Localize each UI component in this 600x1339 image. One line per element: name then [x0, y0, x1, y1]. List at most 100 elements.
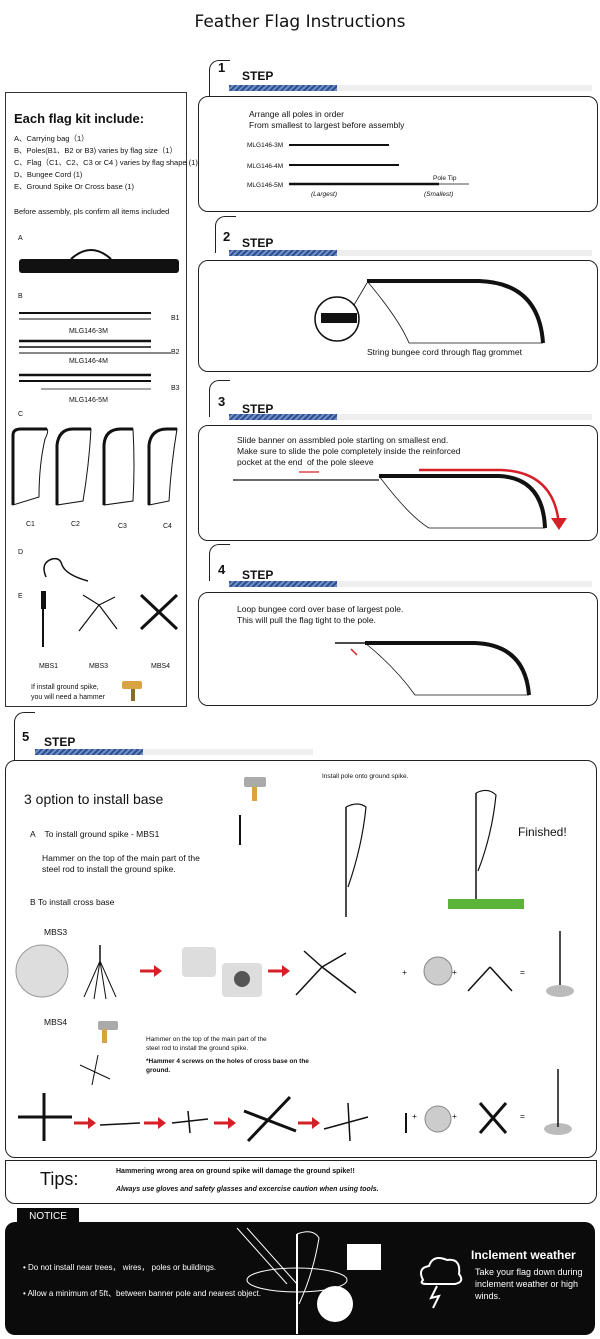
- step-5-stripe: [35, 749, 143, 755]
- label-mlg146-5m: MLG146-5M: [69, 397, 108, 404]
- step-3-tab: [209, 380, 230, 417]
- step-1-pole-4m: MLG146-4M: [247, 163, 284, 170]
- mbs3-equals: =: [520, 967, 525, 977]
- step-3-text: Slide banner on assmbled pole starting o…: [237, 435, 461, 467]
- step-4-stripe: [229, 581, 337, 587]
- notice-panel: • Do not install near trees， wires， pole…: [5, 1222, 595, 1335]
- mbs4-sequence-illustration: [18, 1069, 572, 1143]
- label-mlg146-4m: MLG146-4M: [69, 358, 108, 365]
- mbs3-label: MBS3: [44, 927, 68, 937]
- carrying-bag-illustration: [19, 249, 179, 273]
- step-1-stripe-light: [337, 85, 592, 91]
- kit-item-a: A、Carrying bag（1）: [14, 134, 89, 143]
- flag-shapes-illustration: [11, 427, 178, 506]
- label-b2: B2: [171, 349, 180, 356]
- tips-line-2: Always use gloves and safety glasses and…: [116, 1186, 379, 1193]
- step-1-label: STEP: [242, 69, 274, 83]
- smallest-label: (Smallest): [424, 191, 454, 198]
- label-mbs4: MBS4: [151, 663, 171, 670]
- step-5-panel: 3 option to install base Install pole on…: [5, 760, 597, 1158]
- label-c4: C4: [163, 523, 172, 530]
- option-b-label: B To install cross base: [30, 897, 115, 907]
- step-4-number: 4: [218, 562, 226, 577]
- step-3-label: STEP: [242, 402, 274, 416]
- mbs4-text: Hammer on the top of the main part of th…: [146, 1036, 267, 1052]
- mbs4-plus-1: +: [412, 1111, 417, 1121]
- kit-heading: Each flag kit include:: [14, 111, 145, 126]
- step-2-text: String bungee cord through flag grommet: [367, 347, 522, 357]
- step-2-label: STEP: [242, 236, 274, 250]
- label-b1: B1: [171, 315, 180, 322]
- tips-label: Tips:: [40, 1169, 79, 1189]
- kit-item-b: B、Poles(B1、B2 or B3) varies by flag size…: [14, 146, 177, 155]
- hammer-note: If install ground spike, you will need a…: [31, 684, 105, 701]
- step-2-panel: String bungee cord through flag grommet: [198, 260, 598, 372]
- label-a: A: [18, 235, 23, 242]
- label-mlg146-3m: MLG146-3M: [69, 328, 108, 335]
- step-1-number: 1: [218, 60, 226, 75]
- step-3-number: 3: [218, 394, 226, 409]
- step-5-tab: [14, 712, 35, 761]
- step-3-flag-illustration: [233, 468, 567, 530]
- option-a-text: Hammer on the top of the main part of th…: [42, 853, 200, 874]
- label-b3: B3: [171, 385, 180, 392]
- label-d: D: [18, 549, 24, 556]
- label-mbs1: MBS1: [39, 663, 59, 670]
- hammer-icon: [122, 681, 142, 701]
- step-4-stripe-light: [337, 581, 592, 587]
- kit-contents-panel: Each flag kit include: A、Carrying bag（1）…: [5, 92, 198, 707]
- kit-note: Before assembly, pls confirm all items i…: [14, 207, 170, 216]
- mbs3-sequence-illustration: [15, 931, 574, 1000]
- kit-item-e: E、Ground Spike Or Cross base (1): [14, 182, 135, 191]
- notice-illustration: [236, 1227, 381, 1334]
- step-5-number: 5: [22, 729, 30, 744]
- mbs3-plus-2: +: [452, 967, 457, 977]
- page-title: Feather Flag Instructions: [194, 12, 406, 32]
- label-c: C: [18, 411, 24, 418]
- storm-cloud-icon: [420, 1257, 463, 1309]
- label-c3: C3: [118, 523, 127, 530]
- notice-tab: NOTICE: [17, 1208, 79, 1226]
- step-1-tab: [209, 60, 230, 97]
- mbs4-equals: =: [520, 1111, 525, 1121]
- label-c2: C2: [71, 521, 80, 528]
- mbs3-plus-1: +: [402, 967, 407, 977]
- step-1-text: Arrange all poles in order From smallest…: [249, 109, 405, 130]
- ground-spike-flag-illustration: [345, 803, 367, 917]
- bungee-cord-illustration: [43, 557, 89, 582]
- notice-item-1: • Do not install near trees， wires， pole…: [23, 1263, 217, 1272]
- step-5-label: STEP: [44, 735, 76, 749]
- weather-title: Inclement weather: [471, 1248, 576, 1262]
- step-4-label: STEP: [242, 568, 274, 582]
- label-e: E: [18, 593, 23, 600]
- weather-text: Take your flag down during inclement wea…: [475, 1267, 583, 1301]
- step-5-stripe-light: [143, 749, 313, 755]
- mbs4-hammer-illustration: [79, 1021, 118, 1086]
- install-base-heading: 3 option to install base: [24, 791, 164, 807]
- finished-label: Finished!: [518, 825, 567, 839]
- step-1-pole-3m: MLG146-3M: [247, 142, 284, 149]
- mbs4-label: MBS4: [44, 1017, 68, 1027]
- hammer-spike-illustration: [239, 777, 266, 845]
- step-4-panel: Loop bungee cord over base of largest po…: [198, 592, 598, 706]
- mbs4-note: *Hammer 4 screws on the holes of cross b…: [146, 1058, 309, 1074]
- mbs4-plus-2: +: [452, 1111, 457, 1121]
- pole-tip-label: Pole Tip: [433, 175, 457, 182]
- step-4-flag-illustration: [335, 641, 531, 696]
- finished-flag-illustration: [448, 789, 524, 909]
- tips-line-1: Hammering wrong area on ground spike wil…: [116, 1168, 355, 1175]
- notice-item-1-text: Do not install near trees， wires， poles …: [28, 1263, 217, 1272]
- step-3-stripe: [229, 414, 337, 420]
- step-2-flag-illustration: [314, 279, 545, 344]
- tips-panel: Tips: Hammering wrong area on ground spi…: [5, 1160, 597, 1204]
- notice-item-2: • Allow a minimum of 5ft、between banner …: [23, 1289, 262, 1298]
- step-4-tab: [209, 544, 230, 581]
- step-3-panel: Slide banner on assmbled pole starting o…: [198, 425, 598, 541]
- label-c1: C1: [26, 521, 35, 528]
- notice-item-2-text: Allow a minimum of 5ft、between banner po…: [27, 1289, 262, 1298]
- label-b: B: [18, 293, 23, 300]
- step-1-pole-5m: MLG146-5M: [247, 182, 284, 189]
- step-3-stripe-light: [337, 414, 592, 420]
- step-2-stripe-light: [337, 250, 592, 256]
- step-4-text: Loop bungee cord over base of largest po…: [237, 604, 404, 625]
